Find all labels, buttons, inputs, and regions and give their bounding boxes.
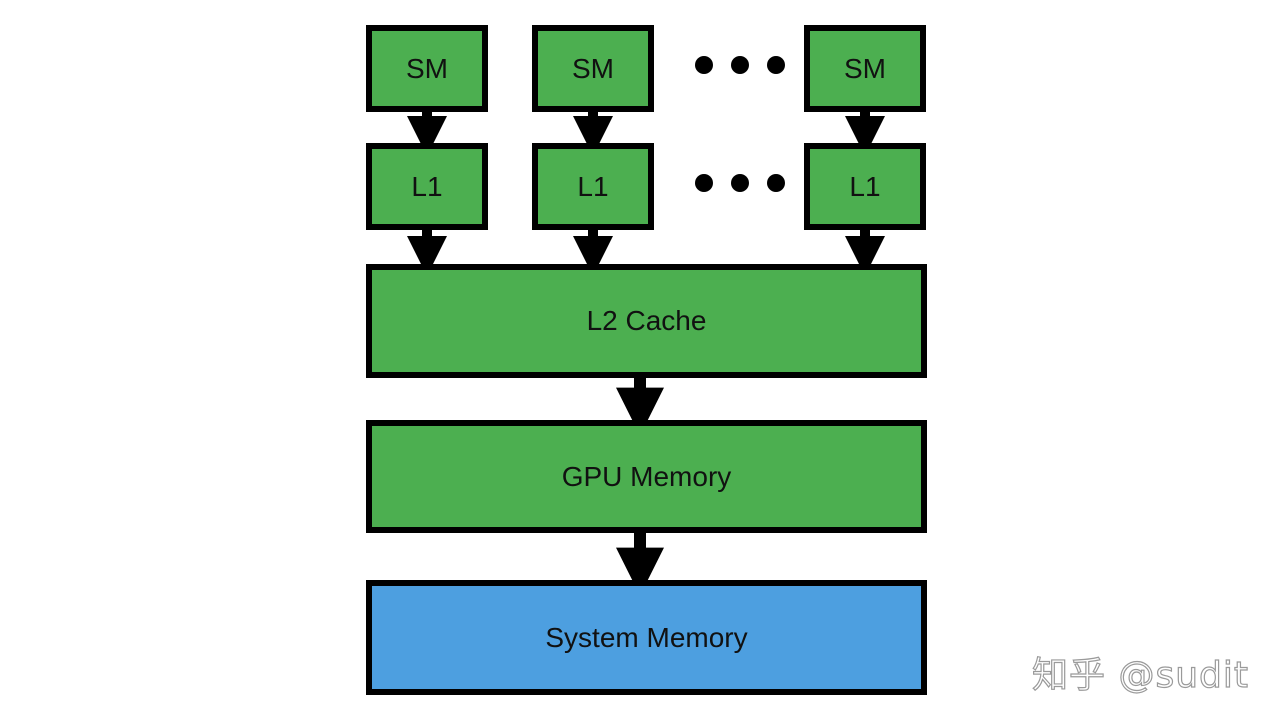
system-memory-label: System Memory bbox=[545, 621, 748, 653]
l1-label: L1 bbox=[577, 170, 609, 202]
l1-box-1: L1 bbox=[366, 143, 488, 230]
sm-box-1: SM bbox=[366, 25, 488, 112]
ellipsis-dot bbox=[767, 56, 785, 74]
ellipsis-dot bbox=[767, 174, 785, 192]
l1-ellipsis bbox=[695, 174, 785, 192]
gpu-memory-label: GPU Memory bbox=[561, 460, 732, 492]
sm-box-3: SM bbox=[804, 25, 926, 112]
ellipsis-dot bbox=[731, 174, 749, 192]
ellipsis-dot bbox=[695, 174, 713, 192]
sm-label: SM bbox=[572, 52, 614, 84]
sm-label: SM bbox=[406, 52, 448, 84]
l1-box-2: L1 bbox=[532, 143, 654, 230]
sm-box-2: SM bbox=[532, 25, 654, 112]
ellipsis-dot bbox=[695, 56, 713, 74]
gpu-memory-box: GPU Memory bbox=[366, 420, 927, 533]
system-memory-box: System Memory bbox=[366, 580, 927, 695]
l2-cache-box: L2 Cache bbox=[366, 264, 927, 378]
ellipsis-dot bbox=[731, 56, 749, 74]
l1-label: L1 bbox=[849, 170, 881, 202]
l2-cache-label: L2 Cache bbox=[586, 305, 707, 336]
l1-box-3: L1 bbox=[804, 143, 926, 230]
sm-label: SM bbox=[844, 52, 886, 84]
sm-ellipsis bbox=[695, 56, 785, 74]
watermark-text: 知乎 @sudit bbox=[1031, 654, 1249, 696]
l1-label: L1 bbox=[411, 170, 443, 202]
